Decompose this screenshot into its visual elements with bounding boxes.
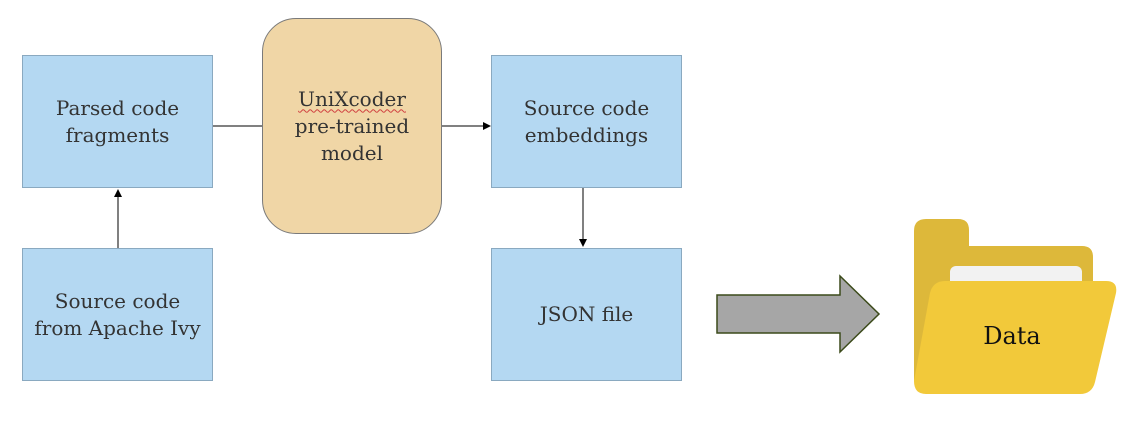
json-file-box: JSON file: [491, 248, 682, 381]
json-file-label: JSON file: [539, 302, 634, 326]
model-label-line2: pre-trained: [294, 113, 410, 138]
model-label-line3: model: [320, 140, 384, 165]
embeddings-label-line1: Source code: [523, 95, 650, 120]
source-code-label-line2: from Apache Ivy: [34, 315, 201, 340]
model-name-label: UniXcoder: [298, 86, 406, 111]
data-folder-icon: [914, 219, 1117, 394]
source-code-box: Source code from Apache Ivy: [22, 248, 213, 381]
unixcoder-model-box: UniXcoder pre-trained model: [262, 18, 442, 234]
embeddings-label-line2: embeddings: [524, 122, 649, 147]
parsed-code-fragments-box: Parsed code fragments: [22, 55, 213, 188]
parsed-code-fragments-label-line2: fragments: [65, 122, 170, 147]
source-code-embeddings-box: Source code embeddings: [491, 55, 682, 188]
parsed-code-fragments-label-line1: Parsed code: [55, 95, 180, 120]
source-code-label-line1: Source code: [54, 288, 181, 313]
big-right-arrow: [716, 274, 881, 354]
data-folder-label: Data: [983, 322, 1041, 350]
